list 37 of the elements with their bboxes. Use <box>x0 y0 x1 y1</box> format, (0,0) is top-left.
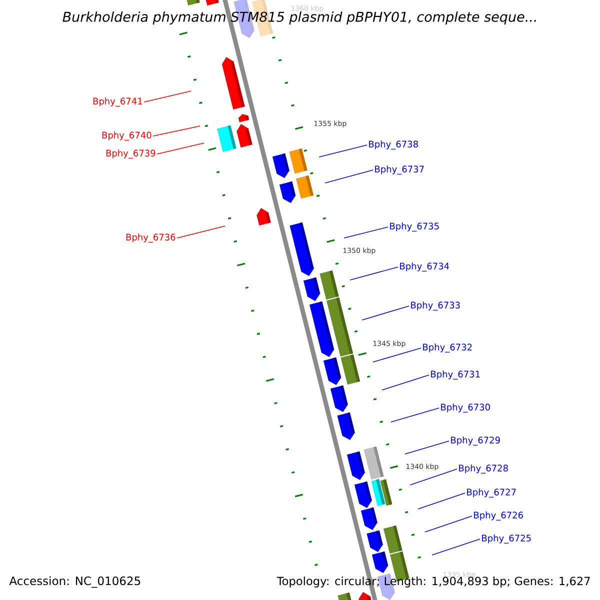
gene-label: Bphy_6734 <box>400 262 450 272</box>
gene-label: Bphy_6727 <box>467 488 516 498</box>
gene-label: Bphy_6737 <box>375 166 424 174</box>
gene-label: Bphy_6740 <box>102 132 152 140</box>
gene-label: Bphy_6729 <box>451 436 500 446</box>
leader-line <box>318 144 368 158</box>
gene-label: Bphy_6730 <box>441 404 490 412</box>
gene-label: Bphy_6741 <box>93 98 142 106</box>
gene-label: Bphy_6732 <box>423 344 472 352</box>
gene-label: Bphy_6735 <box>390 222 439 232</box>
leader-line <box>404 440 450 454</box>
gene-label: Bphy_6725 <box>482 534 531 544</box>
leader-line <box>176 226 226 238</box>
gene-label: Bphy_6738 <box>369 140 418 150</box>
leader-line <box>350 266 398 280</box>
leader-line <box>362 306 410 320</box>
leader-line <box>382 374 430 390</box>
leader-line <box>372 348 422 362</box>
leader-line <box>410 468 458 486</box>
leader-line <box>432 538 480 556</box>
leader-line <box>324 170 374 184</box>
gene-label: Bphy_6728 <box>459 464 508 474</box>
leader-line <box>144 90 192 102</box>
gene-label: Bphy_6726 <box>474 512 523 520</box>
leader-line <box>156 142 204 154</box>
gene-label: Bphy_6733 <box>411 302 460 310</box>
accession-text: Accession: NC_010625 <box>9 576 140 588</box>
summary-text: Topology: circular; Length: 1,904,893 bp; Genes: 1,627 <box>276 576 590 588</box>
leader-line <box>418 492 466 510</box>
title: Burkholderia phymatum STM815 plasmid pBPHY01, complete seque... <box>62 11 536 25</box>
gene-label: Bphy_6731 <box>431 370 480 380</box>
leader-line <box>344 226 388 238</box>
leader-line <box>424 516 472 532</box>
leader-line <box>152 126 200 136</box>
gene-label: Bphy_6736 <box>126 234 176 242</box>
gene-label: Bphy_6739 <box>106 150 156 158</box>
leader-line <box>390 408 440 422</box>
